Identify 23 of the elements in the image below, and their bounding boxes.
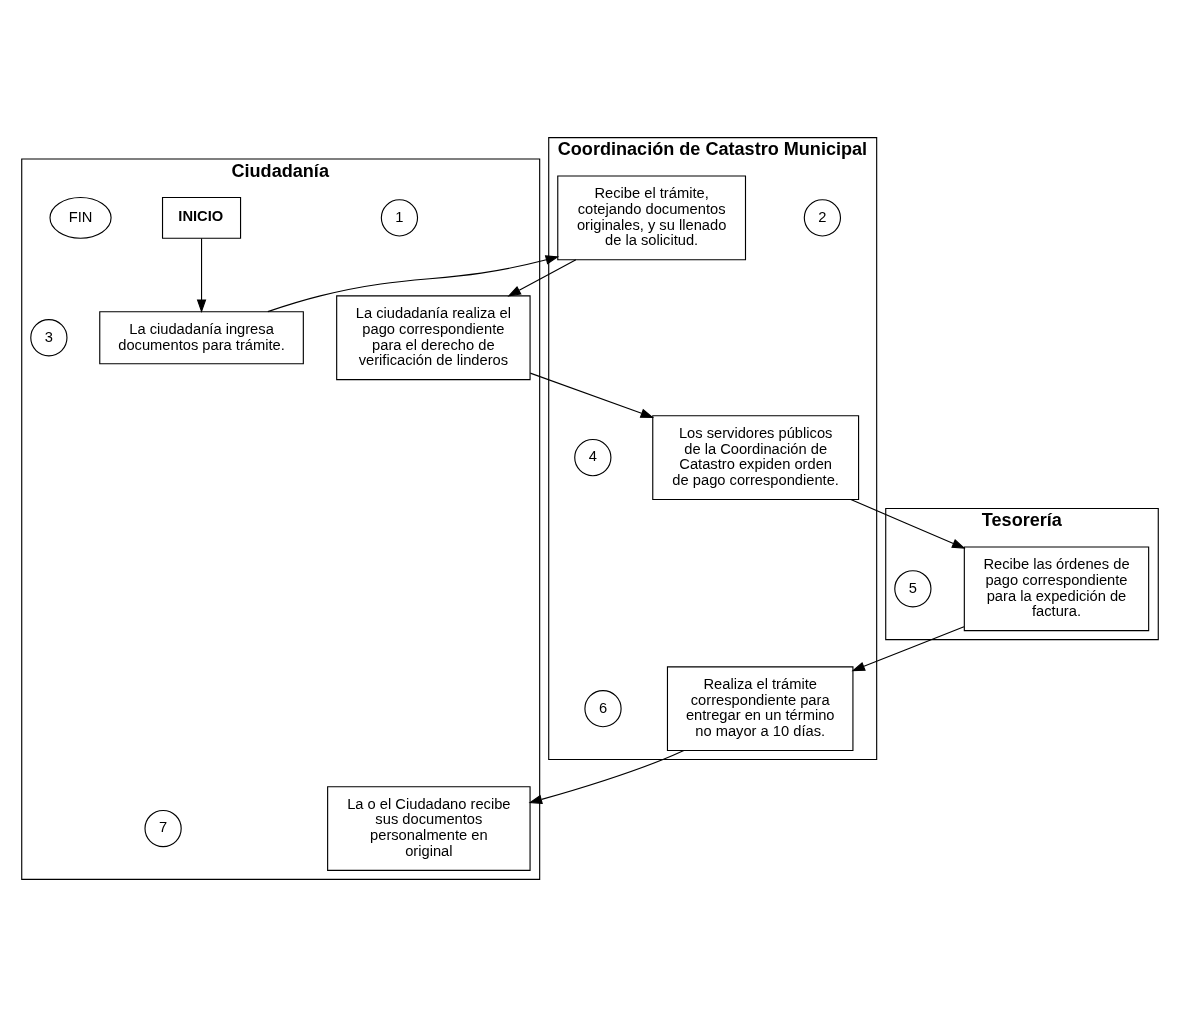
arrow <box>850 498 966 549</box>
arrow <box>851 625 965 671</box>
node-circle: 4 <box>574 438 612 476</box>
node-box: INICIO <box>161 196 242 239</box>
node-box: La o el Ciudadano recibe sus documentos personalmente en original <box>327 785 531 871</box>
node-circle: 6 <box>584 689 622 727</box>
node-box: La ciudadanía realiza el pago correspondiente para el derecho de verificación de linderos <box>336 294 531 380</box>
node-box: Recibe las órdenes de pago correspondiente para la expedición de factura. <box>963 545 1150 631</box>
node-circle: 3 <box>30 318 68 356</box>
arrow <box>507 258 577 297</box>
node-box: Realiza el trámite correspondiente para entregar en un término no mayor a 10 días. <box>666 665 854 751</box>
node-circle: 5 <box>894 569 932 607</box>
node-ellipse: FIN <box>49 196 112 239</box>
node-circle: 1 <box>380 198 419 237</box>
node-circle: 7 <box>144 809 182 847</box>
arrow <box>267 254 560 312</box>
node-box: La ciudadanía ingresa documentos para trámite. <box>99 310 304 364</box>
node-box: Recibe el trámite, cotejando documentos originales, y su llenado de la solicitud. <box>557 174 747 260</box>
node-circle: 2 <box>803 198 842 237</box>
arrow <box>529 372 655 418</box>
arrow <box>528 749 685 804</box>
node-box: Los servidores públicos de la Coordinación de Catastro expiden orden de pago correspondiente. <box>652 414 860 500</box>
arrow <box>196 237 207 313</box>
